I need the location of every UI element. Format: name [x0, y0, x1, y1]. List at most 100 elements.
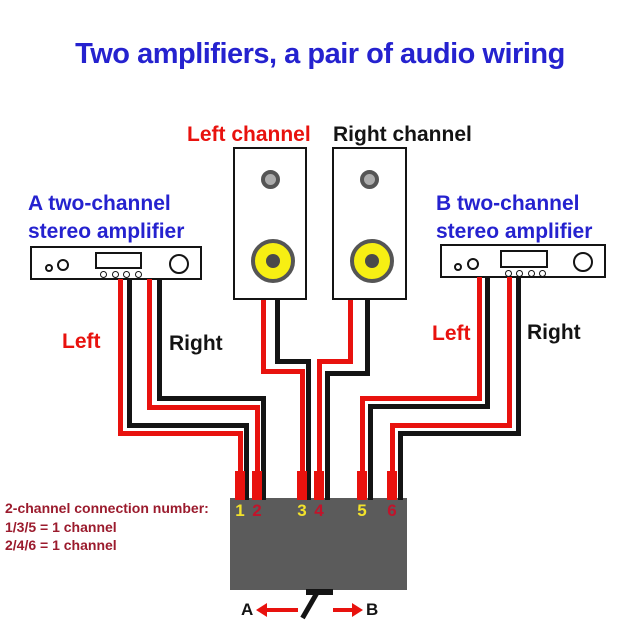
jack-icon: [57, 259, 69, 271]
amp-b-right-red-wire: [390, 423, 512, 428]
amp-display: [95, 252, 142, 269]
right-speaker-black-wire: [365, 300, 370, 376]
amp-a-right-black-wire: [157, 396, 266, 401]
amp-b-left-red-wire: [360, 396, 365, 472]
amp-b-left-black-wire: [485, 277, 490, 409]
switch-position-b-label: B: [366, 600, 379, 619]
button-icon: [528, 270, 535, 277]
jack-icon: [45, 264, 53, 272]
terminal-connector-1: [235, 471, 245, 500]
amp-a-left-black-wire: [127, 279, 132, 428]
amp-a-left-black-wire: [244, 423, 249, 500]
terminal-number-1: 1: [235, 501, 245, 520]
amp-b-right-black-wire: [398, 431, 403, 500]
amp-b-left-red-wire: [360, 396, 482, 401]
terminal-connector-6: [387, 471, 397, 500]
amp-a-left-black-wire: [127, 423, 249, 428]
button-icon: [100, 271, 107, 278]
jack-icon: [454, 263, 462, 271]
amp-a-left-red-wire: [118, 431, 243, 436]
switch-mount: [306, 589, 333, 595]
amp-b-left-red-wire: [477, 277, 482, 401]
left-speaker-black-wire: [275, 359, 311, 364]
terminal-number-5: 5: [357, 501, 367, 520]
right-speaker-black-wire: [325, 371, 370, 376]
amplifier-b: [440, 244, 606, 278]
button-icon: [123, 271, 130, 278]
amp-b-left-black-wire: [368, 404, 490, 409]
amp-a-left-red-wire: [118, 279, 123, 436]
note-line-3: 2/4/6 = 1 channel: [5, 537, 117, 553]
arrow-left-icon: [265, 608, 298, 612]
amp-a-left-red-wire: [238, 431, 243, 472]
amp-a-right-wire-label: Right: [169, 332, 223, 355]
amp-b-right-red-wire: [390, 423, 395, 472]
woofer-icon: [350, 239, 394, 283]
terminal-connector-4: [314, 471, 324, 500]
switch-position-a-label: A: [241, 600, 254, 619]
left-speaker-red-wire: [261, 369, 305, 374]
tweeter-icon: [360, 170, 379, 189]
amp-b-label-line2: stereo amplifier: [436, 220, 593, 243]
right-channel-label: Right channel: [333, 123, 472, 146]
dustcap-icon: [365, 254, 379, 268]
arrow-right-icon: [333, 608, 353, 612]
woofer-icon: [251, 239, 295, 283]
button-icon: [112, 271, 119, 278]
amp-a-label: A two-channel stereo amplifier: [28, 190, 184, 246]
volume-knob-icon: [573, 252, 593, 272]
amp-display: [500, 250, 548, 268]
amp-a-right-red-wire: [147, 405, 260, 410]
arrow-left-head-icon: [256, 603, 267, 617]
amp-b-right-wire-label: Right: [527, 321, 581, 344]
amp-a-right-black-wire: [157, 279, 162, 401]
arrow-right-head-icon: [352, 603, 363, 617]
amp-b-right-black-wire: [516, 277, 521, 436]
amplifier-a: [30, 246, 202, 280]
right-speaker: [332, 147, 407, 300]
left-speaker-red-wire: [261, 300, 266, 374]
left-speaker-black-wire: [275, 300, 280, 364]
button-icon: [516, 270, 523, 277]
amp-b-label-line1: B two-channel: [436, 192, 580, 215]
left-speaker-black-wire: [306, 359, 311, 500]
button-icon: [539, 270, 546, 277]
left-speaker: [233, 147, 307, 300]
terminal-number-3: 3: [297, 501, 307, 520]
jack-icon: [467, 258, 479, 270]
tweeter-icon: [261, 170, 280, 189]
right-speaker-black-wire: [325, 371, 330, 500]
amp-a-left-wire-label: Left: [62, 330, 101, 353]
right-speaker-red-wire: [317, 359, 353, 364]
amp-b-left-black-wire: [368, 404, 373, 500]
button-icon: [135, 271, 142, 278]
terminal-number-4: 4: [314, 501, 324, 520]
amp-a-label-line1: A two-channel: [28, 192, 171, 215]
amp-b-right-black-wire: [398, 431, 521, 436]
note-line-2: 1/3/5 = 1 channel: [5, 518, 117, 535]
button-icon: [505, 270, 512, 277]
switch-box: [230, 498, 407, 590]
amp-a-label-line2: stereo amplifier: [28, 220, 185, 243]
terminal-connector-3: [297, 471, 307, 500]
terminal-number-2: 2: [252, 501, 262, 520]
right-speaker-red-wire: [348, 300, 353, 364]
note-line-1: 2-channel connection number:: [5, 500, 209, 516]
amp-b-left-wire-label: Left: [432, 322, 471, 345]
amp-a-right-red-wire: [255, 405, 260, 472]
left-channel-label: Left channel: [187, 123, 311, 146]
amp-a-right-black-wire: [261, 396, 266, 500]
amp-a-right-red-wire: [147, 279, 152, 410]
dustcap-icon: [266, 254, 280, 268]
volume-knob-icon: [169, 254, 189, 274]
left-speaker-red-wire: [300, 369, 305, 472]
right-speaker-red-wire: [317, 359, 322, 472]
terminal-connector-2: [252, 471, 262, 500]
terminal-connector-5: [357, 471, 367, 500]
connection-notes: 2-channel connection number: 1/3/5 = 1 c…: [5, 499, 209, 555]
diagram-title: Two amplifiers, a pair of audio wiring: [75, 38, 565, 70]
terminal-number-6: 6: [387, 501, 397, 520]
amp-b-label: B two-channel stereo amplifier: [436, 190, 592, 246]
